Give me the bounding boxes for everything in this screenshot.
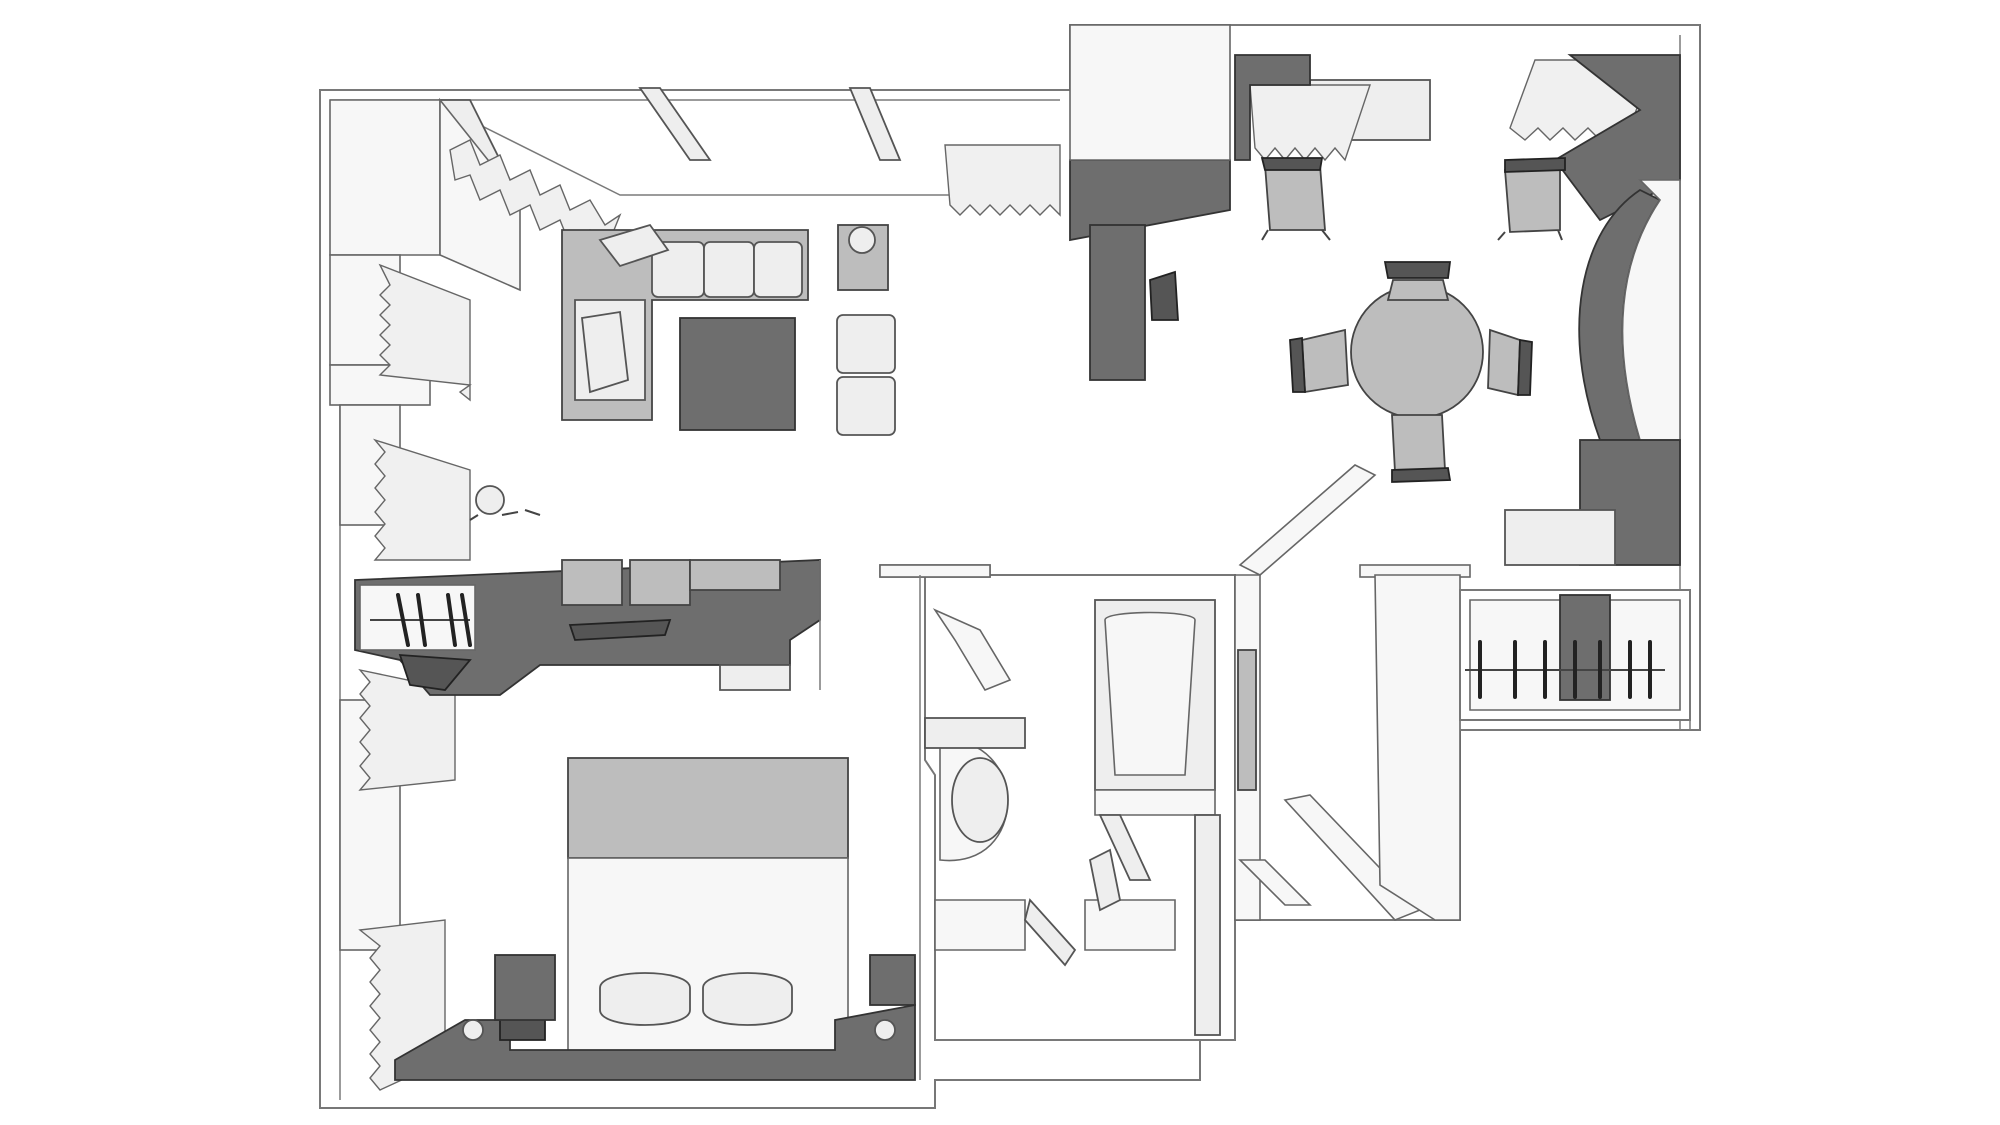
bedroom	[394, 757, 916, 1081]
headboard-wall	[394, 1003, 916, 1081]
desk-chair	[1149, 270, 1179, 321]
bathroom	[879, 564, 1236, 1041]
left-closet-rod	[359, 584, 476, 651]
ottoman-2	[836, 376, 896, 436]
storage-box	[1504, 509, 1616, 566]
dining-chair-bottom	[1391, 414, 1452, 483]
round-table	[1350, 285, 1484, 419]
living-area	[469, 223, 896, 521]
desk	[1089, 224, 1146, 381]
right-closet	[1374, 574, 1691, 921]
sink-right	[1084, 899, 1176, 951]
cabinet-block-top	[1234, 54, 1311, 161]
dining-chair-left	[1289, 328, 1349, 394]
closet-hangers	[1478, 640, 1652, 699]
dining-chair-right	[1487, 328, 1533, 397]
ottoman-1	[836, 314, 896, 374]
pillow-right	[702, 972, 793, 1026]
bed	[567, 757, 849, 1059]
closet-cabinet	[1559, 594, 1611, 701]
sink-left	[934, 899, 1026, 951]
pillow-left	[599, 972, 691, 1026]
interior-walls	[819, 560, 1235, 1080]
curtain-left-2	[372, 438, 471, 561]
curtain-top-left	[449, 139, 622, 247]
nightstand-left	[494, 954, 556, 1021]
curtain-top-middle	[944, 144, 1061, 217]
window-chair-1	[1260, 157, 1331, 241]
window-chair-2	[1497, 157, 1566, 241]
curtain-left-1	[378, 263, 472, 402]
kitchenette	[354, 559, 821, 696]
cabinet-block-right	[1553, 54, 1681, 222]
dining-chair-top	[1383, 261, 1452, 301]
nightstand-right	[869, 954, 916, 1006]
sectional-sofa	[561, 223, 809, 421]
coffee-table	[679, 317, 796, 431]
dining-area	[1069, 24, 1681, 566]
floor-lamp	[469, 485, 541, 521]
side-table	[837, 224, 889, 291]
curtain-left-3	[358, 668, 456, 791]
